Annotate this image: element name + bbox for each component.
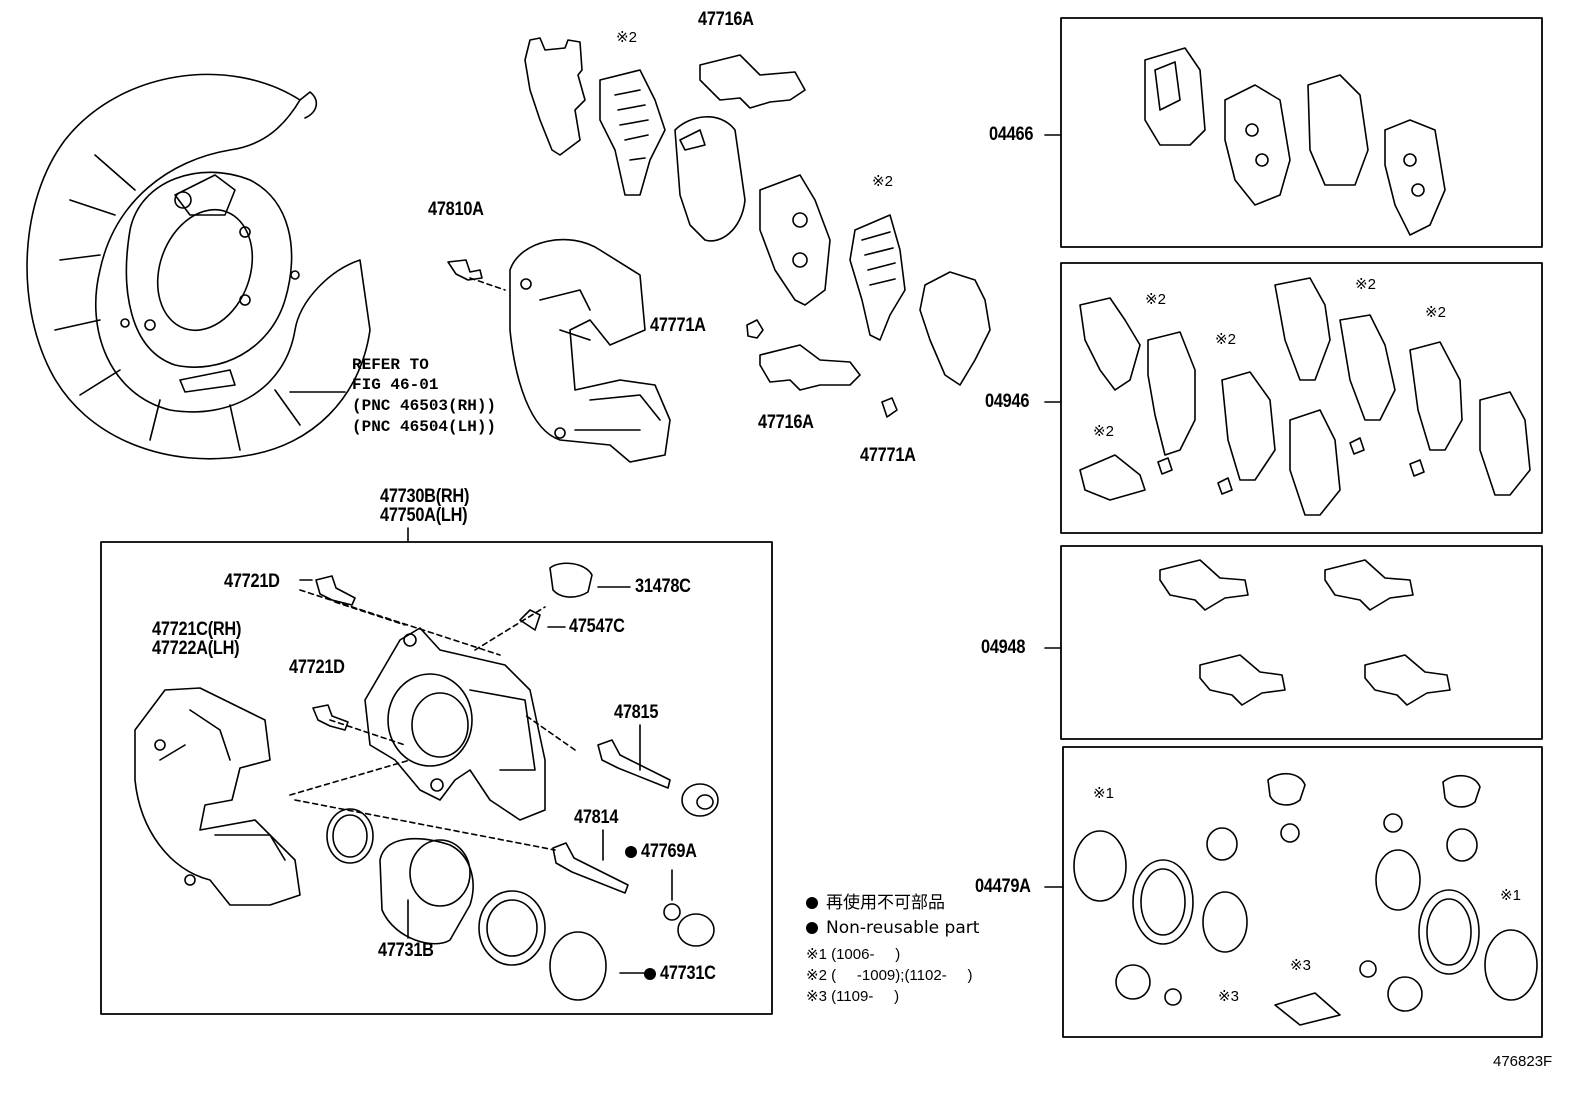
part-label-47721D-b[interactable]: 47721D [289, 657, 345, 678]
part-label-47716A-mid[interactable]: 47716A [758, 412, 814, 433]
kit-04466-pads [1144, 47, 1446, 236]
non-reusable-dots [625, 846, 818, 980]
kit-04946-shims [1079, 277, 1531, 516]
reference-note-line1: REFER TO [352, 356, 429, 374]
part-label-47771A-a[interactable]: 47771A [650, 315, 706, 336]
dust-shield-illustration [26, 73, 371, 460]
figure-id: 476823F [1493, 1053, 1553, 1070]
legend-note-1: ※1 (1006- ) [806, 946, 901, 963]
part-label-47750A[interactable]: 47750A(LH) [380, 505, 468, 526]
part-label-47731B[interactable]: 47731B [378, 940, 434, 961]
caliper-assembly-box [100, 541, 773, 1015]
caliper-assembly-illustration [134, 562, 719, 1001]
kit-04479A-mark-3: ※3 [1290, 957, 1311, 974]
kit-label-04946[interactable]: 04946 [985, 391, 1030, 412]
part-label-31478C[interactable]: 31478C [635, 576, 691, 597]
legend-non-reusable-jp: 再使用不可部品 [826, 893, 945, 913]
kit-box-04948 [1060, 545, 1543, 740]
kit-label-04479A[interactable]: 04479A [975, 876, 1031, 897]
caliper-mount-illustration [447, 238, 898, 463]
kit-label-04466[interactable]: 04466 [989, 124, 1034, 145]
reference-note-line2: FIG 46-01 [352, 376, 439, 394]
kit-04946-mark-1: ※2 [1145, 291, 1166, 308]
mark-2-top-b: ※2 [872, 173, 893, 190]
kit-04479A-mark-1: ※1 [1093, 785, 1114, 802]
part-label-47769A[interactable]: 47769A [641, 841, 697, 862]
kit-04479A-mark-2: ※1 [1500, 887, 1521, 904]
part-label-47721D-a[interactable]: 47721D [224, 571, 280, 592]
part-label-47721C[interactable]: 47721C(RH) [152, 619, 242, 640]
pad-shim-group-top [524, 37, 991, 391]
kit-leader-lines [1044, 134, 1064, 888]
kit-04946-mark-2: ※2 [1215, 331, 1236, 348]
kit-box-04466 [1060, 17, 1543, 248]
part-label-47771A-b[interactable]: 47771A [860, 445, 916, 466]
kit-04946-mark-4: ※2 [1425, 304, 1446, 321]
mark-2-top-a: ※2 [616, 29, 637, 46]
part-label-47716A-top[interactable]: 47716A [698, 9, 754, 30]
kit-04479A-seals [1073, 772, 1538, 1026]
part-label-47730B[interactable]: 47730B(RH) [380, 486, 470, 507]
kit-04948-clips [1159, 559, 1451, 706]
part-label-47814[interactable]: 47814 [574, 807, 619, 828]
kit-04946-mark-3: ※2 [1355, 276, 1376, 293]
kit-04479A-mark-4: ※3 [1218, 988, 1239, 1005]
part-label-47722A[interactable]: 47722A(LH) [152, 638, 240, 659]
legend-note-2: ※2 ( -1009);(1102- ) [806, 967, 973, 984]
legend-non-reusable-en: Non-reusable part [826, 918, 980, 938]
reference-note-line4: (PNC 46504(LH)) [352, 418, 497, 436]
part-label-47547C[interactable]: 47547C [569, 616, 625, 637]
kit-box-04946 [1060, 262, 1543, 534]
kit-box-04479A [1062, 746, 1543, 1038]
reference-note-line3: (PNC 46503(RH)) [352, 397, 497, 415]
part-label-47815[interactable]: 47815 [614, 702, 659, 723]
kit-label-04948[interactable]: 04948 [981, 637, 1026, 658]
legend-note-3: ※3 (1109- ) [806, 988, 900, 1005]
kit-04946-mark-5: ※2 [1093, 423, 1114, 440]
part-label-47731C[interactable]: 47731C [660, 963, 716, 984]
part-label-47810A[interactable]: 47810A [428, 199, 484, 220]
